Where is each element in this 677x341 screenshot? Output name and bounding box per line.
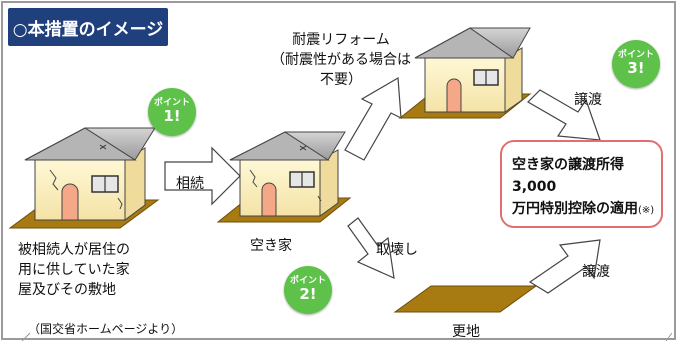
tax-benefit-line2-text: 万円特別控除の適用 [512,201,638,217]
owner-description: 被相続人が居住の 用に供していた家 屋及びその敷地 [18,240,130,300]
vacant-house-door [261,182,277,217]
point-badge-3-title: ポイント [617,50,654,61]
tax-benefit-note: (※) [638,205,655,216]
vacant-house [216,131,352,223]
point-badge-2-number: 2! [299,284,317,303]
old-house-wall-cracks [49,169,123,210]
transfer-bottom-arrow [528,239,601,294]
demolish-arrow [347,217,395,279]
point-badge-3: ポイント 3! [612,40,660,88]
vacant-lot-label: 更地 [452,324,480,340]
old-house-roof-crack [99,144,107,150]
renovation-label-line1: 耐震リフォーム [292,32,390,48]
point-badge-1-title: ポイント [153,98,190,109]
diagram-title: ○本措置のイメージ [8,8,168,46]
inherit-label: 相続 [176,176,204,192]
inherit-arrow [164,146,241,206]
transfer-bottom-label: 譲渡 [582,264,610,280]
vacant-house-wall-cracks [249,169,322,202]
point-badge-2-title: ポイント [289,276,326,287]
tax-benefit-line1: 空き家の譲渡所得3,000 [512,157,624,195]
point-badge-3-number: 3! [627,58,645,77]
vacant-house-label: 空き家 [250,238,292,254]
vacant-lot-ground [393,285,538,313]
owner-description-line2: 用に供していた家 [18,262,130,278]
source-caption: （国交省ホームページより） [28,322,184,336]
renovation-label: 耐震リフォーム （耐震性がある場合は不要） [266,30,416,90]
renovated-house-roof-front [414,27,515,59]
renovated-house-door [446,78,462,113]
point-badge-2: ポイント 2! [284,266,332,314]
owner-description-line1: 被相続人が居住の [18,242,130,258]
demolish-label: 取壊し [376,242,418,258]
old-house-door [61,183,79,221]
renovated-house [398,27,532,119]
vacant-house-roof-crack [299,145,307,151]
point-badge-1-number: 1! [163,106,181,125]
transfer-top-arrow [527,89,601,141]
old-house [8,127,160,229]
old-house-roof-front [24,127,137,161]
vacant-house-roof-front [229,131,330,161]
tax-benefit-box: 空き家の譲渡所得3,000 万円特別控除の適用(※) [500,140,663,228]
tax-benefit-line2: 万円特別控除の適用(※) [512,198,655,222]
bottom-brackets [21,332,673,341]
renovation-label-line2: （耐震性がある場合は不要） [271,52,411,88]
owner-description-line3: 屋及びその敷地 [18,282,116,298]
transfer-top-label: 譲渡 [574,92,602,108]
vacant-house-wall [239,159,321,217]
renovation-arrow [344,76,402,161]
point-badge-1: ポイント 1! [148,88,196,136]
